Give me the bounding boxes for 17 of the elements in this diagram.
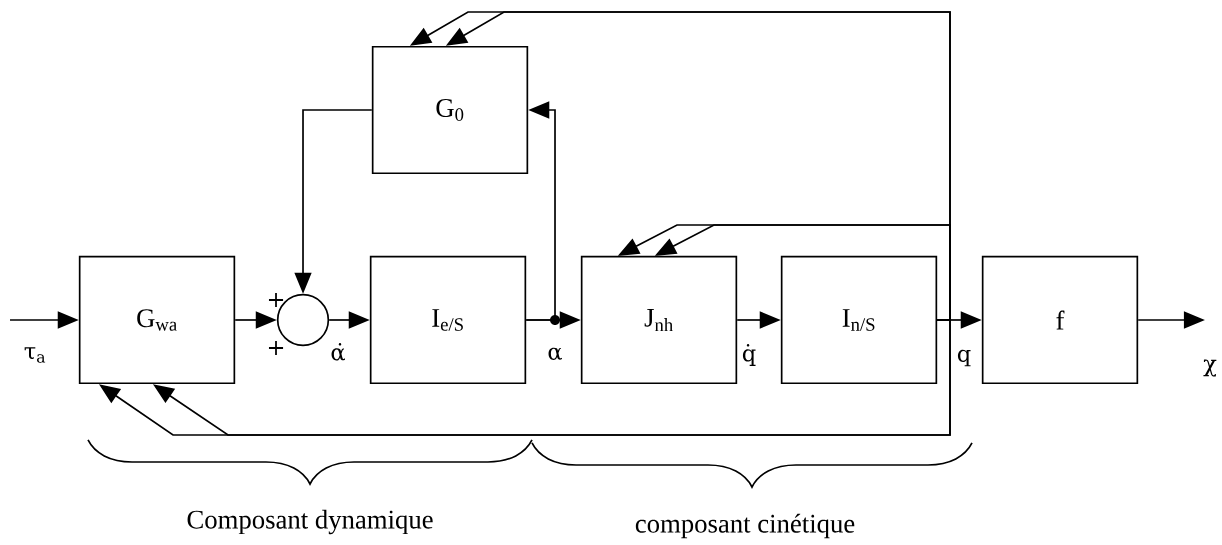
block-box: I$_{e/S}$ (369, 255, 527, 385)
block-box: I$_{n/S}$ (780, 255, 938, 385)
block-box: G$_{wa}$ (78, 255, 236, 385)
signal-label: χ (1203, 359, 1217, 377)
arrow (525, 101, 556, 321)
brace-label: Composant dynamique (187, 509, 433, 535)
signal-label: α̇ (331, 343, 345, 361)
signal-label: + (268, 340, 284, 356)
brace-label: composant cinétique (635, 513, 855, 539)
block-box: G$_{0}$ (371, 45, 529, 175)
signal-label: τ$_{a}$ (24, 347, 46, 363)
block-box: f (981, 255, 1139, 385)
signal-label: + (268, 292, 284, 308)
signal-label: q (957, 349, 971, 367)
signal-label: q̇ (742, 344, 756, 366)
signal-label: α (548, 347, 562, 360)
block-box: J$_{nh}$ (580, 255, 738, 385)
